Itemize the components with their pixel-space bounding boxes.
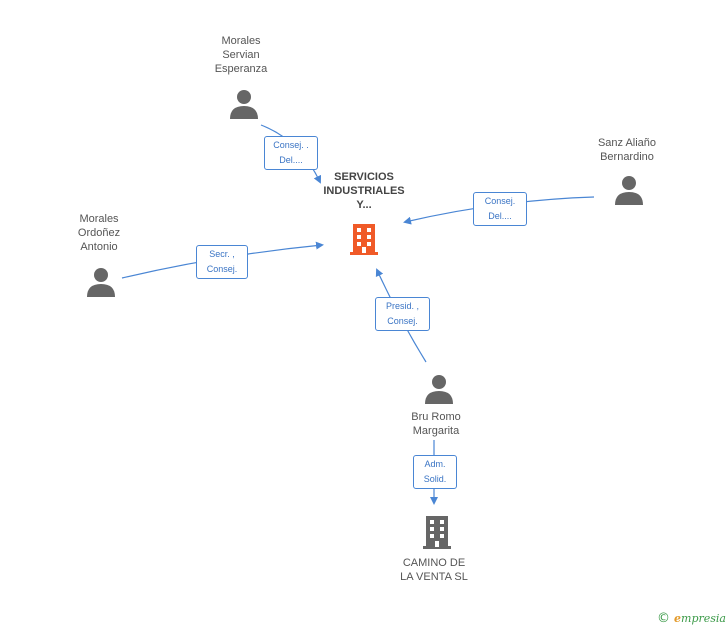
edge-label-ordonez[interactable]: Secr. , Consej. [196,245,248,279]
edge-label-sanz[interactable]: Consej. Del.... [473,192,527,226]
edge-label-line: Del.... [488,211,512,221]
main-company-name-line: SERVICIOS [334,171,394,183]
edge-label-line: Consej. . [273,140,309,150]
person-name-morales-ordonez[interactable]: Morales Ordoñez Antonio [54,212,144,254]
person-name-sanz-aliano[interactable]: Sanz Aliaño Bernardino [582,136,672,164]
person-icon[interactable] [229,88,259,120]
main-company-name-line: Y... [356,199,372,211]
edge-label-servian[interactable]: Consej. . Del.... [264,136,318,170]
edge-label-bru[interactable]: Presid. , Consej. [375,297,430,331]
main-company-name-line: INDUSTRIALES [323,185,405,197]
person-name-bru-romo[interactable]: Bru Romo Margarita [391,410,481,438]
person-name-line: Bernardino [600,151,654,163]
edge-label-line: Presid. , [385,301,419,311]
brand-initial: e [674,612,682,625]
company-name-line: CAMINO DE [402,557,466,569]
person-name-line: Morales [221,35,261,47]
empresia-logo[interactable]: ©empresia [657,611,726,626]
edge-label-line: Consej. [484,196,516,206]
person-name-line: Ordoñez [77,227,121,239]
person-name-line: Sanz Aliaño [597,137,657,149]
edge-label-line: Secr. , [209,249,235,259]
person-name-line: Margarita [412,425,460,437]
person-icon[interactable] [424,373,454,405]
copyright-symbol: © [657,611,671,626]
person-icon[interactable] [86,266,116,298]
edge-label-line: Consej. [206,264,238,274]
edge-label-line: Del.... [279,155,303,165]
building-icon[interactable] [421,514,453,550]
brand-name: mpresia [681,612,726,625]
edge-label-camino[interactable]: Adm. Solid. [413,455,457,489]
building-icon[interactable] [348,222,380,256]
edge-label-line: Adm. [424,459,446,469]
person-name-line: Morales [79,213,119,225]
person-name-morales-servian[interactable]: Morales Servian Esperanza [196,34,286,76]
main-company-name[interactable]: SERVICIOS INDUSTRIALES Y... [300,170,428,212]
edge-label-line: Consej. [387,316,418,326]
person-name-line: Bru Romo [411,411,461,423]
company-name-camino[interactable]: CAMINO DE LA VENTA SL [384,556,484,584]
person-name-line: Servian [222,49,260,61]
person-name-line: Antonio [80,241,118,253]
company-name-line: LA VENTA SL [400,571,468,583]
person-icon[interactable] [614,174,644,206]
edge-label-line: Solid. [423,474,447,484]
person-name-line: Esperanza [214,63,268,75]
